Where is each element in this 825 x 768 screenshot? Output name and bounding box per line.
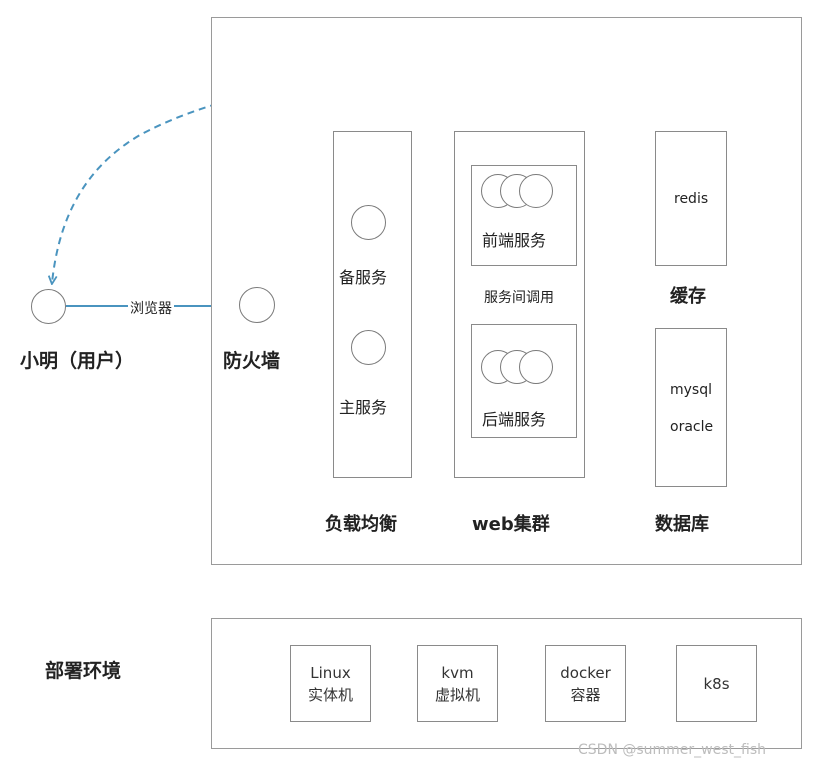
inter-call-label: 服务间调用	[484, 290, 554, 306]
env-kvm: kvm 虚拟机	[417, 645, 498, 722]
env-kvm-type: 虚拟机	[434, 685, 480, 704]
backend-instance-icon	[519, 350, 553, 384]
frontend-service-label: 前端服务	[482, 231, 547, 250]
database-caption: 数据库	[655, 514, 709, 535]
env-kvm-name: kvm	[441, 663, 474, 682]
primary-service-label: 主服务	[339, 398, 388, 417]
backup-service-label: 备服务	[339, 268, 388, 287]
load-balancer-box	[333, 131, 412, 478]
mysql-label: mysql	[670, 382, 712, 398]
redis-label: redis	[674, 191, 709, 207]
firewall-icon	[239, 287, 275, 323]
env-docker: docker 容器	[545, 645, 626, 722]
env-linux-name: Linux	[310, 663, 351, 682]
frontend-instance-icon	[519, 174, 553, 208]
backup-service-icon	[351, 205, 386, 240]
oracle-label: oracle	[670, 419, 714, 435]
env-k8s: k8s	[676, 645, 757, 722]
backend-service-label: 后端服务	[482, 410, 547, 429]
primary-service-icon	[351, 330, 386, 365]
database-box	[655, 328, 727, 487]
browser-label: 浏览器	[128, 298, 174, 318]
env-docker-name: docker	[560, 663, 611, 682]
firewall-label: 防火墙	[223, 350, 281, 372]
cache-box	[655, 131, 727, 266]
user-icon	[31, 289, 66, 324]
watermark: CSDN @summer_west_fish	[578, 742, 767, 758]
env-linux: Linux 实体机	[290, 645, 371, 722]
web-cluster-caption: web集群	[472, 514, 550, 535]
env-k8s-name: k8s	[703, 674, 730, 693]
load-balancer-caption: 负载均衡	[325, 514, 397, 535]
env-linux-type: 实体机	[307, 685, 353, 704]
env-docker-type: 容器	[570, 685, 601, 704]
user-label: 小明（用户）	[20, 350, 135, 372]
deploy-caption: 部署环境	[45, 660, 122, 682]
cache-caption: 缓存	[670, 286, 706, 307]
